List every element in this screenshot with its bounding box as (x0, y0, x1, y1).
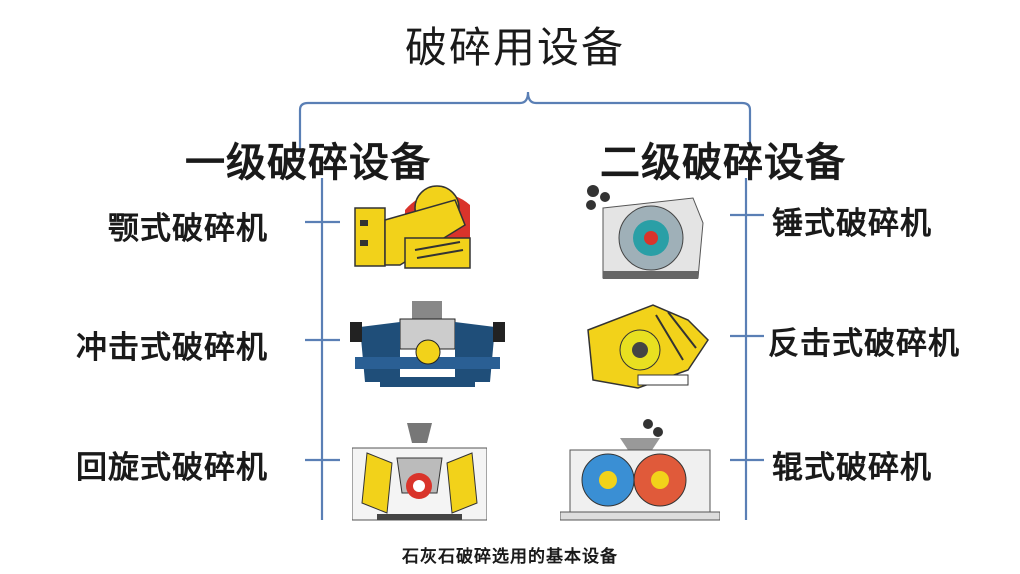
counterattack-crusher-label: 反击式破碎机 (768, 326, 960, 362)
hammer-crusher-illustration (586, 185, 704, 279)
title-brace (298, 91, 752, 150)
gyratory-crusher-label: 回旋式破碎机 (76, 450, 268, 486)
secondary-branch-label: 二级破碎设备 (600, 140, 846, 186)
impact-crusher-illustration (350, 301, 505, 387)
primary-branch-label: 一级破碎设备 (185, 140, 431, 186)
jaw-crusher-label: 颚式破碎机 (108, 211, 268, 247)
roller-crusher-illustration (560, 419, 720, 521)
jaw-crusher-illustration (354, 185, 471, 269)
hammer-crusher-label: 锤式破碎机 (772, 206, 932, 242)
impact-crusher-label: 冲击式破碎机 (76, 330, 268, 366)
diagram-title: 破碎用设备 (405, 23, 626, 72)
counterattack-crusher-illustration (587, 304, 709, 389)
gyratory-crusher-illustration (352, 423, 487, 521)
roller-crusher-label: 辊式破碎机 (772, 450, 932, 486)
figure-caption: 石灰石破碎选用的基本设备 (402, 547, 618, 567)
